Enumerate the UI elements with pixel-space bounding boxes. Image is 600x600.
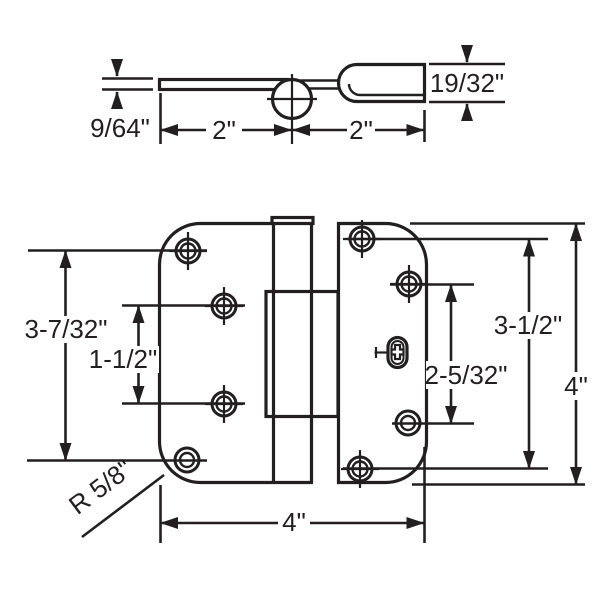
label-backing (426, 361, 507, 389)
label-backing (278, 508, 310, 535)
front-right-leaf (336, 221, 429, 485)
barrel-pin-cap (270, 215, 315, 226)
side-offset-leaf (336, 62, 427, 104)
side-view: 9/64" 2" 2" 19/32" (90, 45, 505, 145)
side-offset-leaf-inner (347, 83, 425, 97)
label-left-hole-span: 3-7/32" (25, 314, 108, 344)
front-left-leaf (157, 221, 313, 485)
center-knuckle (264, 289, 340, 419)
label-backing (206, 116, 242, 143)
label-backing (492, 312, 564, 339)
label-left-leaf-length: 2" (212, 115, 236, 145)
label-right-hole-span: 3-1/2" (494, 310, 563, 340)
slot-plus-screw-icon (390, 343, 405, 361)
label-backing (347, 116, 375, 143)
adjustment-slot (374, 335, 409, 370)
label-right-hole-spacing: 2-5/32" (425, 360, 508, 390)
label-right-leaf-length: 2" (349, 115, 373, 145)
side-flat-leaf (157, 77, 290, 92)
label-backing (23, 316, 109, 343)
label-overall-width: 4" (282, 507, 306, 537)
label-leaf-thickness: 9/64" (90, 113, 150, 143)
label-overall-height: 4" (564, 371, 588, 401)
label-backing (88, 346, 159, 373)
label-offset-height: 19/32" (430, 68, 504, 98)
label-backing (561, 372, 591, 400)
label-left-hole-spacing: 1-1/2" (89, 344, 158, 374)
radius-leader-line (81, 473, 165, 539)
